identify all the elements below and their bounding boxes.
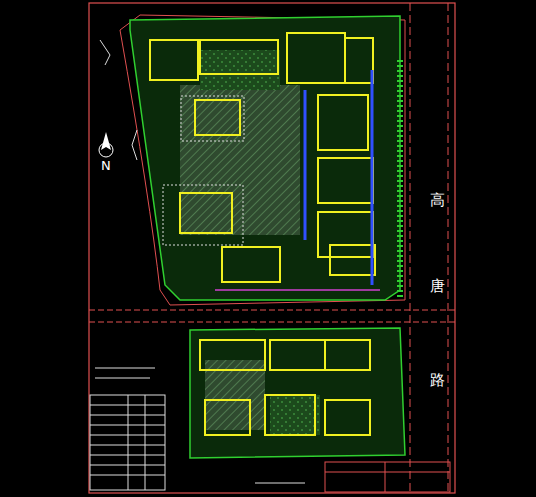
road-name: 高 [430, 193, 445, 208]
road-name: 路 [430, 373, 445, 388]
north-label: N [101, 159, 111, 172]
road-name: 唐 [430, 279, 445, 294]
